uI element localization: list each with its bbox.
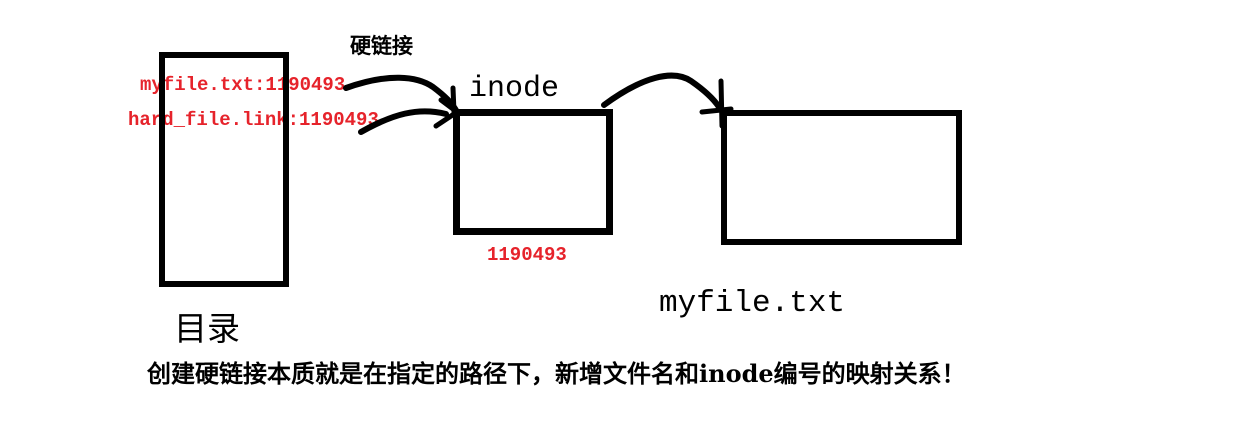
caption-text: 创建硬链接本质就是在指定的路径下，新增文件名和inode编号的映射关系！ <box>147 359 966 388</box>
inode-title: inode <box>469 72 560 106</box>
inode-box <box>453 109 613 235</box>
data-block-filename: myfile.txt <box>659 286 846 321</box>
directory-title: 目录 <box>174 309 240 348</box>
arrow-myfile-to-inode <box>343 74 460 115</box>
dir-entry-myfile: myfile.txt:1190493 <box>140 74 346 96</box>
directory-box <box>159 52 289 287</box>
dir-entry-hard-file-link: hard_file.link:1190493 <box>128 109 379 131</box>
inode-number: 1190493 <box>487 244 567 266</box>
data-block-box <box>721 110 962 245</box>
hard-link-title: 硬链接 <box>350 33 413 58</box>
arrow-inode-to-datablock <box>601 72 722 110</box>
